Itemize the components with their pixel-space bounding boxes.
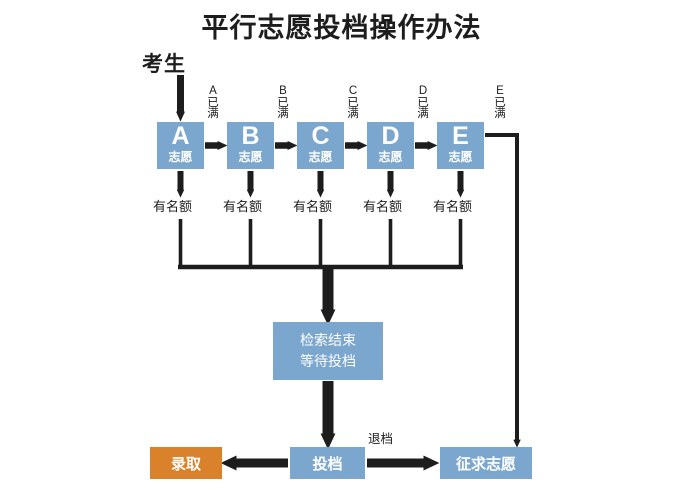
quota-label-b: 有名额 bbox=[223, 199, 263, 214]
quota-label-e: 有名额 bbox=[433, 199, 473, 214]
choice-c-sub: 志愿 bbox=[308, 150, 333, 164]
dispatch-box[interactable]: 投档 bbox=[290, 447, 365, 479]
choice-c-letter: C bbox=[311, 122, 330, 150]
full-label-d-line2: 已 bbox=[417, 96, 429, 109]
full-label-c: C 已 满 bbox=[345, 85, 361, 121]
full-label-b-line1: B bbox=[279, 85, 287, 97]
full-label-d-line1: D bbox=[418, 85, 428, 97]
full-label-c-line1: C bbox=[348, 85, 358, 97]
admitted-box[interactable]: 录取 bbox=[150, 447, 222, 479]
source-label: 考生 bbox=[142, 53, 186, 76]
full-label-a-line3: 满 bbox=[207, 108, 219, 120]
choice-b-sub: 志愿 bbox=[238, 150, 263, 164]
quota-label-a: 有名额 bbox=[153, 199, 193, 214]
choice-box-a[interactable]: A 志愿 bbox=[157, 122, 204, 169]
choice-box-e[interactable]: E 志愿 bbox=[437, 122, 484, 169]
choice-b-letter: B bbox=[241, 122, 260, 150]
full-label-c-line3: 满 bbox=[347, 108, 359, 120]
choice-box-d[interactable]: D 志愿 bbox=[367, 122, 414, 169]
choice-e-letter: E bbox=[452, 122, 469, 150]
full-label-a-line2: 已 bbox=[207, 96, 219, 109]
full-label-e-line3: 满 bbox=[494, 108, 506, 120]
full-label-c-line2: 已 bbox=[347, 96, 359, 109]
full-label-e-line2: 已 bbox=[494, 96, 506, 109]
choice-d-sub: 志愿 bbox=[378, 150, 403, 164]
choice-e-sub: 志愿 bbox=[448, 150, 473, 164]
full-label-b-line2: 已 bbox=[277, 96, 289, 109]
choice-a-letter: A bbox=[171, 122, 190, 150]
choice-box-b[interactable]: B 志愿 bbox=[227, 122, 274, 169]
full-label-e-line1: E bbox=[496, 85, 504, 97]
wait-box-line2: 等待投档 bbox=[300, 353, 356, 369]
quota-label-d: 有名额 bbox=[363, 199, 403, 214]
full-label-d-line3: 满 bbox=[417, 108, 429, 120]
choice-d-letter: D bbox=[381, 122, 400, 150]
full-label-b-line3: 满 bbox=[277, 108, 289, 120]
full-label-d: D 已 满 bbox=[415, 85, 431, 121]
reject-label: 退档 bbox=[368, 432, 394, 446]
full-label-a-line1: A bbox=[209, 85, 217, 97]
page-title: 平行志愿投档操作办法 bbox=[201, 13, 482, 43]
wait-dispatch-box[interactable]: 检索结束 等待投档 bbox=[273, 322, 383, 380]
choice-a-sub: 志愿 bbox=[168, 150, 193, 164]
quota-label-c: 有名额 bbox=[293, 199, 333, 214]
solicit-choice-box[interactable]: 征求志愿 bbox=[440, 447, 532, 479]
full-label-a: A 已 满 bbox=[205, 85, 221, 121]
full-label-b: B 已 满 bbox=[275, 85, 291, 121]
full-label-e: E 已 满 bbox=[492, 85, 508, 121]
wait-box-line1: 检索结束 bbox=[300, 332, 356, 348]
choice-box-c[interactable]: C 志愿 bbox=[297, 122, 344, 169]
